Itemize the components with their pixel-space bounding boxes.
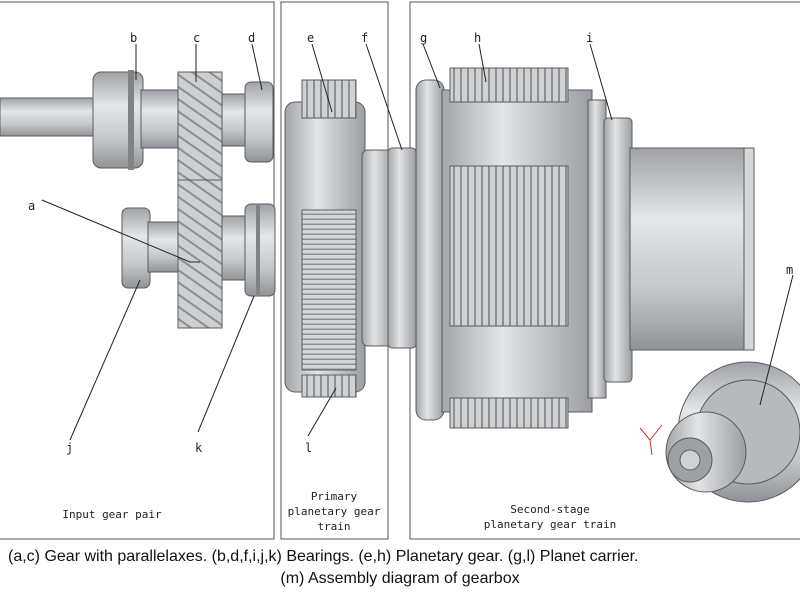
input-shaft [0, 97, 101, 137]
primary-planetary-train [284, 79, 417, 398]
label-m: m [786, 263, 793, 277]
panel-primary-title-1: Primary [311, 490, 358, 503]
panel-second-title-1: Second-stage [510, 503, 589, 516]
label-a: a [28, 199, 35, 213]
axis-triad [639, 424, 663, 456]
label-c: c [193, 31, 200, 45]
gear-c [177, 71, 223, 183]
second-stage-train [415, 67, 755, 429]
leader-lines [41, 43, 794, 441]
panel-input-title: Input gear pair [62, 508, 162, 521]
figure-caption: (a,c) Gear with parallelaxes. (b,d,f,i,j… [0, 546, 800, 600]
label-f: f [361, 31, 368, 45]
input-gear-pair [0, 70, 276, 329]
label-i: i [586, 31, 593, 45]
planetary-gear-e [301, 79, 357, 119]
bearing-i [603, 117, 633, 383]
label-g: g [420, 31, 427, 45]
assembly-diagram-m [639, 361, 800, 503]
bearing-j [121, 207, 151, 289]
bearing-f [387, 147, 417, 349]
label-b: b [130, 31, 137, 45]
caption-line-2: (m) Assembly diagram of gearbox [280, 570, 520, 587]
label-l: l [305, 441, 312, 455]
planetary-gear-h [449, 67, 569, 103]
label-e: e [307, 31, 314, 45]
label-h: h [474, 31, 481, 45]
panel-primary-title-2: planetary gear [288, 505, 381, 518]
gear-a [177, 179, 223, 329]
label-d: d [248, 31, 255, 45]
bearing-d [244, 81, 274, 163]
gearbox-diagram: b c d a e f g h i j k l m Input gear pai… [0, 1, 800, 540]
bearing-b [92, 71, 144, 169]
panel-second-title-2: planetary gear train [484, 518, 616, 531]
panel-primary-title-3: train [317, 520, 350, 533]
label-j: j [66, 441, 73, 455]
caption-line-1: (a,c) Gear with parallelaxes. (b,d,f,i,j… [8, 548, 639, 565]
label-k: k [195, 441, 203, 455]
planet-carrier-g [415, 79, 445, 421]
